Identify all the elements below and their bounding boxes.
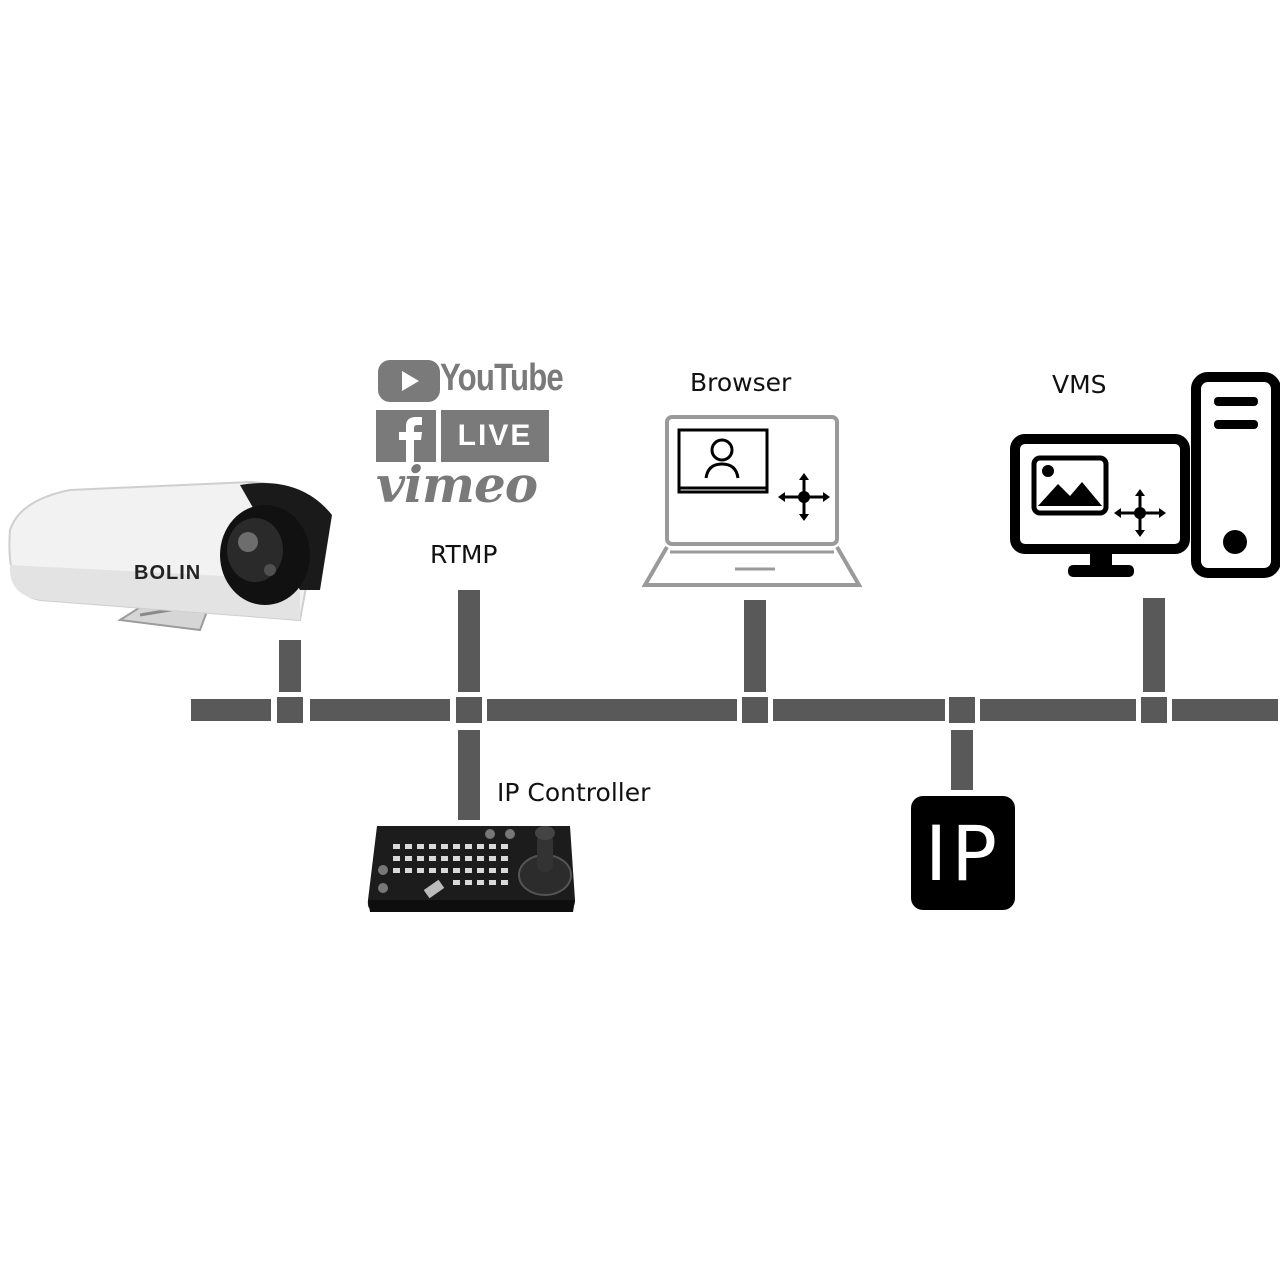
camera-image: BOLIN	[0, 470, 340, 640]
vms-workstation-icon	[1010, 372, 1280, 582]
facebook-live-text: LIVE	[457, 419, 533, 452]
junction-browser	[742, 697, 768, 723]
drop-ip-controller	[458, 730, 480, 820]
youtube-wordmark: YouTube	[440, 357, 564, 399]
rtmp-label: RTMP	[430, 540, 498, 569]
junction-ip	[949, 697, 975, 723]
vms-move-icon	[1112, 488, 1168, 538]
ip-controller-image	[365, 820, 580, 915]
drop-browser	[744, 600, 766, 692]
junction-rtmp	[456, 697, 482, 723]
laptop-icon	[640, 412, 865, 592]
ip-badge-text: IP	[924, 808, 1002, 898]
browser-label: Browser	[690, 368, 792, 397]
drop-vms	[1143, 598, 1165, 692]
youtube-logo	[378, 360, 440, 402]
drop-rtmp	[458, 590, 480, 692]
ip-badge: IP	[911, 796, 1015, 910]
junction-camera	[277, 697, 303, 723]
junction-vms	[1141, 697, 1167, 723]
camera-brand: BOLIN	[134, 562, 202, 584]
network-bus	[191, 590, 1278, 820]
vimeo-wordmark: vimeo	[376, 455, 538, 514]
browser-move-icon	[776, 472, 832, 522]
vms-label: VMS	[1052, 370, 1107, 399]
drop-ip	[951, 730, 973, 790]
drop-camera	[279, 640, 301, 692]
facebook-live-badge: LIVE	[441, 410, 549, 462]
ip-controller-label: IP Controller	[497, 778, 651, 807]
facebook-icon	[376, 410, 436, 462]
